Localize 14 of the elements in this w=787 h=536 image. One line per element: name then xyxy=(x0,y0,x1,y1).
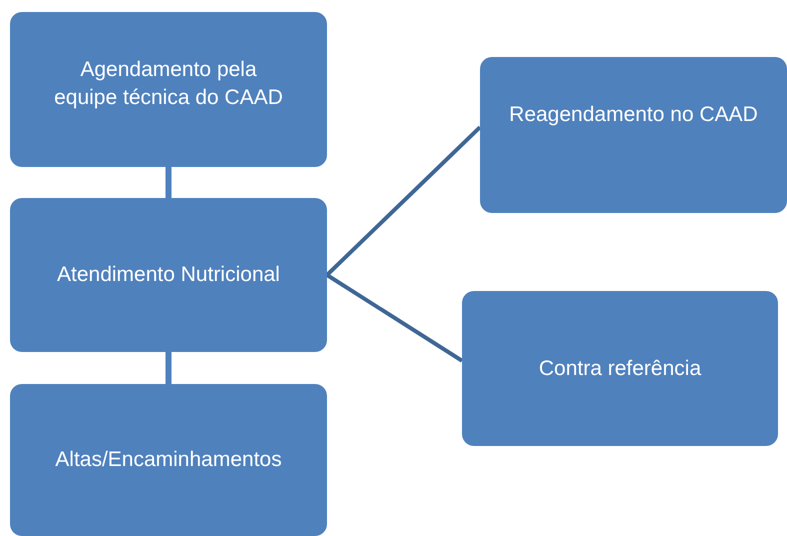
process-box xyxy=(10,384,327,536)
process-box xyxy=(480,57,787,213)
box-label: Altas/Encaminhamentos xyxy=(55,447,282,474)
connector-line xyxy=(326,273,464,362)
process-box xyxy=(10,198,327,352)
connector-line xyxy=(326,126,482,276)
box-label: Reagendamento no CAAD xyxy=(509,102,758,128)
connector-line xyxy=(166,352,172,384)
box-label: Contra referência xyxy=(538,356,702,382)
process-box xyxy=(10,12,327,167)
process-box xyxy=(462,291,778,446)
box-label: Agendamento pela equipe técnica do CAAD xyxy=(53,57,284,110)
box-label: Atendimento Nutricional xyxy=(57,262,280,288)
connector-line xyxy=(166,167,172,198)
